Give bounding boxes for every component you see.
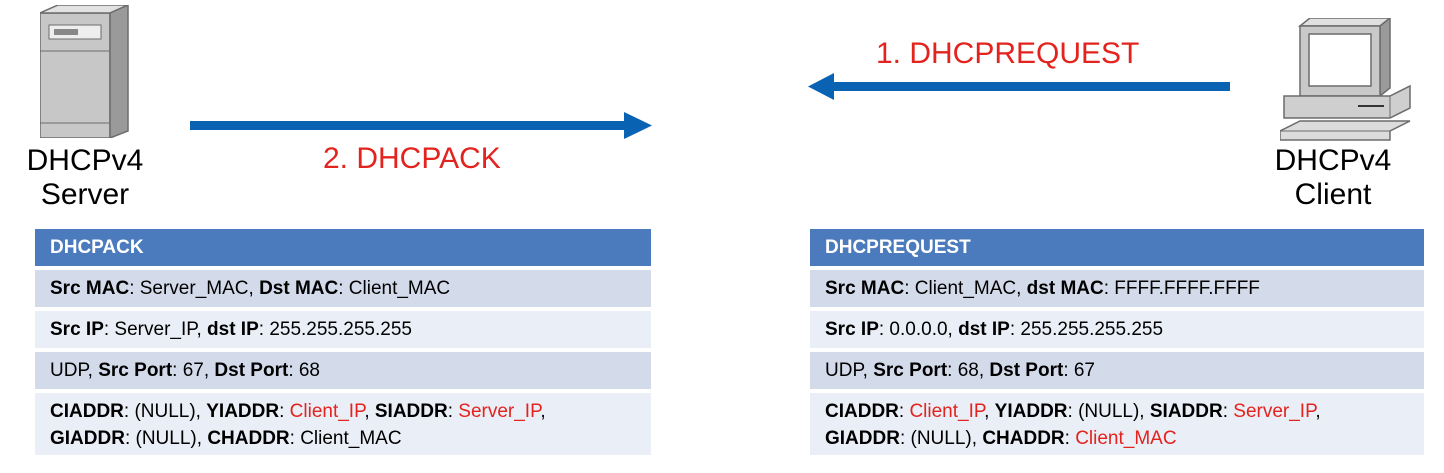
- field-key: dst IP: [207, 319, 259, 340]
- separator: :: [898, 401, 910, 422]
- field-value: : (NULL),: [1067, 401, 1150, 422]
- separator: ,: [1315, 401, 1321, 422]
- highlighted-value: Server_IP: [458, 401, 541, 422]
- ack-table-header: DHCPACK: [35, 229, 651, 266]
- field-key: Src Port: [873, 360, 948, 381]
- field-value: : (NULL),: [123, 401, 207, 422]
- separator: :: [447, 401, 459, 422]
- field-key: SIADDR: [1149, 401, 1223, 422]
- field-key: dst MAC: [1026, 278, 1104, 299]
- field-key: CIADDR: [50, 401, 124, 422]
- server-label-line2: Server: [40, 178, 130, 211]
- request-table: DHCPREQUEST Src MAC: Client_MAC, dst MAC…: [810, 229, 1424, 455]
- highlighted-value: Server_IP: [1233, 401, 1316, 422]
- request-arrow: [808, 73, 1230, 100]
- server-tower-icon: [40, 5, 129, 138]
- field-key: Src IP: [825, 319, 879, 340]
- field-value: : Server_MAC,: [129, 278, 260, 299]
- field-key: Src MAC: [50, 278, 130, 299]
- field-value: : 255.255.255.255: [1009, 319, 1164, 340]
- field-value: : 255.255.255.255: [258, 319, 412, 340]
- field-value: : Client_MAC: [338, 278, 451, 299]
- separator: :: [279, 401, 290, 422]
- ack-row-ip: Src IP: Server_IP, dst IP: 255.255.255.2…: [35, 311, 651, 348]
- field-key: Dst MAC: [259, 278, 339, 299]
- ack-row-addresses-line2: GIADDR: (NULL), CHADDR: Client_MAC: [50, 425, 651, 452]
- field-key: Src Port: [98, 360, 173, 381]
- field-value: UDP,: [825, 360, 874, 381]
- separator: ,: [984, 401, 995, 422]
- ack-table: DHCPACK Src MAC: Server_MAC, Dst MAC: Cl…: [35, 229, 651, 455]
- separator: ,: [540, 401, 546, 422]
- separator: :: [1222, 401, 1234, 422]
- field-key: GIADDR: [825, 428, 900, 449]
- field-value: : (NULL),: [124, 428, 208, 449]
- field-value: : Client_MAC: [289, 428, 402, 449]
- separator: :: [1064, 428, 1076, 449]
- ack-row-mac: Src MAC: Server_MAC, Dst MAC: Client_MAC: [35, 270, 651, 307]
- separator: ,: [364, 401, 375, 422]
- field-key: Src IP: [50, 319, 104, 340]
- highlighted-value: Client_IP: [909, 401, 985, 422]
- field-value: : FFFF.FFFF.FFFF: [1103, 278, 1260, 299]
- client-label-line1: DHCPv4: [1274, 144, 1392, 177]
- field-value: UDP,: [50, 360, 99, 381]
- ack-row-addresses: CIADDR: (NULL), YIADDR: Client_IP, SIADD…: [35, 393, 651, 455]
- field-value: : 67: [1063, 360, 1096, 381]
- field-key: CIADDR: [825, 401, 899, 422]
- field-key: YIADDR: [994, 401, 1068, 422]
- field-value: : 68,: [947, 360, 990, 381]
- field-key: Dst Port: [214, 360, 289, 381]
- field-key: SIADDR: [374, 401, 448, 422]
- field-key: dst IP: [958, 319, 1010, 340]
- field-value: : 0.0.0.0,: [878, 319, 959, 340]
- request-row-udp: UDP, Src Port: 68, Dst Port: 67: [810, 352, 1424, 389]
- request-table-header: DHCPREQUEST: [810, 229, 1424, 266]
- server-label-line1: DHCPv4: [26, 144, 144, 177]
- highlighted-value: Client_MAC: [1075, 428, 1177, 449]
- request-row-ip: Src IP: 0.0.0.0, dst IP: 255.255.255.255: [810, 311, 1424, 348]
- field-key: Src MAC: [825, 278, 905, 299]
- client-label: DHCPv4 Client: [1258, 144, 1408, 212]
- ack-row-addresses-line1: CIADDR: (NULL), YIADDR: Client_IP, SIADD…: [50, 398, 651, 425]
- field-key: CHADDR: [207, 428, 290, 449]
- request-row-addresses: CIADDR: Client_IP, YIADDR: (NULL), SIADD…: [810, 393, 1424, 455]
- ack-message-label: 2. DHCPACK: [323, 142, 501, 175]
- field-value: : Server_IP,: [103, 319, 208, 340]
- field-key: CHADDR: [982, 428, 1065, 449]
- field-value: : 67,: [172, 360, 215, 381]
- request-row-mac: Src MAC: Client_MAC, dst MAC: FFFF.FFFF.…: [810, 270, 1424, 307]
- field-key: Dst Port: [989, 360, 1064, 381]
- client-label-line2: Client: [1294, 178, 1372, 211]
- request-message-label: 1. DHCPREQUEST: [876, 37, 1140, 70]
- field-value: : 68: [288, 360, 321, 381]
- field-value: : Client_MAC,: [904, 278, 1027, 299]
- field-key: YIADDR: [206, 401, 280, 422]
- request-row-addresses-line1: CIADDR: Client_IP, YIADDR: (NULL), SIADD…: [825, 398, 1424, 425]
- highlighted-value: Client_IP: [289, 401, 365, 422]
- field-value: : (NULL),: [899, 428, 983, 449]
- desktop-computer-icon: [1280, 18, 1411, 141]
- server-label: DHCPv4 Server: [10, 144, 160, 212]
- ack-arrow: [190, 112, 652, 139]
- ack-row-udp: UDP, Src Port: 67, Dst Port: 68: [35, 352, 651, 389]
- field-key: GIADDR: [50, 428, 125, 449]
- request-row-addresses-line2: GIADDR: (NULL), CHADDR: Client_MAC: [825, 425, 1424, 452]
